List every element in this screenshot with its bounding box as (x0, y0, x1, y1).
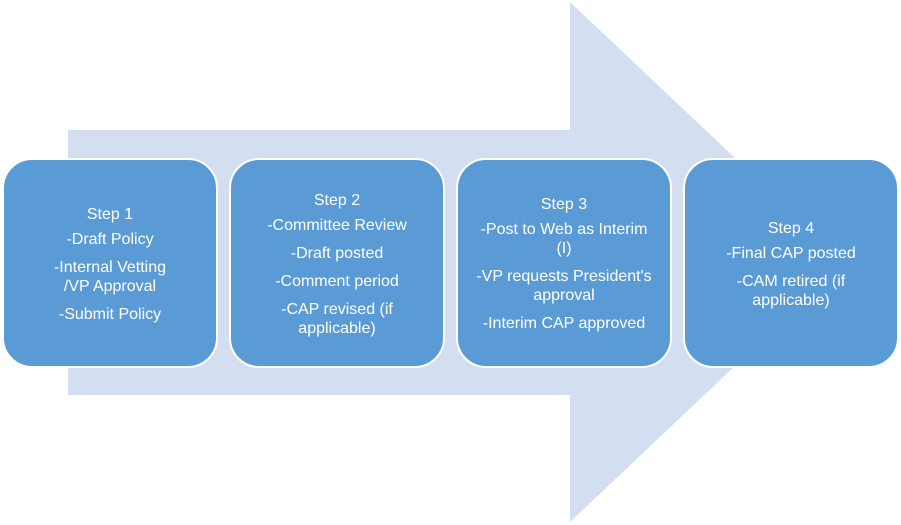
step-3-title: Step 3 (540, 196, 588, 213)
step-1-line-3: -Submit Policy (58, 305, 162, 323)
step-4-box: Step 4 -Final CAP posted -CAM retired (i… (683, 158, 899, 368)
step-2-title: Step 2 (313, 191, 361, 209)
step-3-line-3: -Interim CAP approved (482, 315, 646, 332)
step-1-title: Step 1 (86, 205, 134, 223)
step-1-box: Step 1 -Draft Policy -Internal Vetting /… (2, 158, 218, 368)
step-4-line-2: -CAM retired (if applicable) (736, 272, 846, 309)
step-2-box: Step 2 -Committee Review -Draft posted -… (229, 158, 445, 368)
step-2-line-2: -Draft posted (290, 244, 384, 262)
step-3-line-2: -VP requests President's approval (476, 268, 652, 304)
step-2-line-1: -Committee Review (267, 216, 407, 234)
step-3-box: Step 3 -Post to Web as Interim (I) -VP r… (456, 158, 672, 368)
step-1-line-1: -Draft Policy (66, 230, 154, 248)
step-2-line-4: -CAP revised (if applicable) (281, 300, 393, 337)
step-4-title: Step 4 (767, 219, 815, 237)
step-4-line-1: -Final CAP posted (726, 244, 856, 262)
step-1-line-2: -Internal Vetting /VP Approval (53, 258, 167, 295)
step-3-line-1: -Post to Web as Interim (I) (480, 221, 648, 257)
step-2-line-3: -Comment period (275, 272, 399, 290)
